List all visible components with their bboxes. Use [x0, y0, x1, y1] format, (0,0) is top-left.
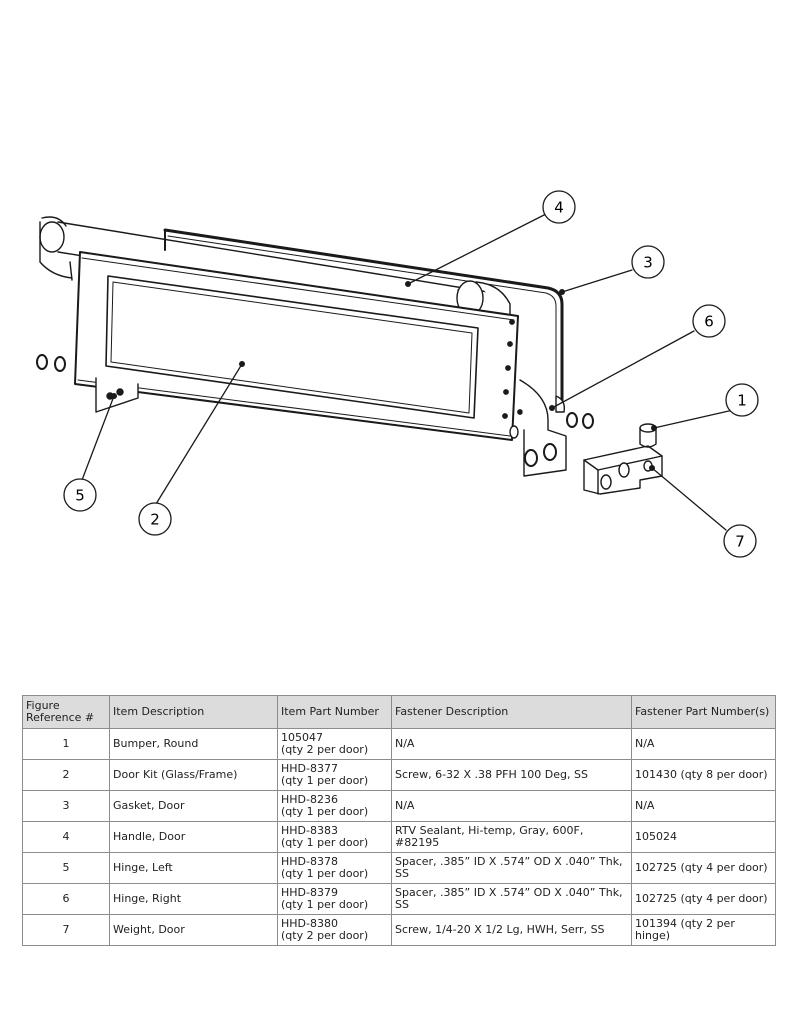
cell-part: 105047(qty 2 per door): [277, 728, 392, 760]
cell-part-qty: (qty 1 per door): [281, 898, 369, 911]
cell-part: HHD-8236(qty 1 per door): [277, 790, 392, 822]
cell-ref: 1: [22, 728, 110, 760]
callout-4-label: 4: [554, 199, 564, 217]
cell-fastener: Spacer, .385” ID X .574” OD X .040” Thk,…: [391, 852, 632, 884]
cell-fastener: Spacer, .385” ID X .574” OD X .040” Thk,…: [391, 883, 632, 915]
cell-part-number: 105047: [281, 730, 323, 744]
cell-fastener-part: N/A: [631, 728, 776, 760]
cell-part-qty: (qty 1 per door): [281, 836, 369, 849]
callout-6: 6: [692, 304, 726, 338]
header-fastener-description: Fastener Description: [391, 695, 632, 729]
header-item-description: Item Description: [109, 695, 278, 729]
cell-part-number: HHD-8377: [281, 761, 338, 775]
cell-item: Handle, Door: [109, 821, 278, 853]
cell-part-number: HHD-8383: [281, 823, 338, 837]
callout-5-label: 5: [75, 487, 85, 505]
header-figure-reference-line-2: Reference #: [26, 711, 95, 724]
cell-fastener: Screw, 6-32 X .38 PFH 100 Deg, SS: [391, 759, 632, 791]
right-spacers: [566, 412, 594, 429]
table-header-row: Figure Reference # Item Description Item…: [22, 695, 776, 729]
cell-fastener-part: 105024: [631, 821, 776, 853]
leader-lines: [81, 213, 743, 531]
cell-item: Hinge, Left: [109, 852, 278, 884]
cell-ref: 5: [22, 852, 110, 884]
cell-part-qty: (qty 2 per door): [281, 929, 369, 942]
cell-fastener-part: 102725 (qty 4 per door): [631, 883, 776, 915]
right-hinge-part: [509, 379, 567, 477]
cell-fastener-part: 102725 (qty 4 per door): [631, 852, 776, 884]
table-row: 5 Hinge, Left HHD-8378(qty 1 per door) S…: [22, 852, 776, 884]
door-frame-part: [74, 251, 523, 441]
header-item-part-number: Item Part Number: [277, 695, 392, 729]
callout-7-label: 7: [735, 533, 745, 551]
cell-ref: 2: [22, 759, 110, 791]
table-row: 4 Handle, Door HHD-8383(qty 1 per door) …: [22, 821, 776, 853]
cell-part-number: HHD-8236: [281, 792, 338, 806]
cell-part: HHD-8378(qty 1 per door): [277, 852, 392, 884]
callout-4: 4: [542, 190, 576, 224]
table-row: 3 Gasket, Door HHD-8236(qty 1 per door) …: [22, 790, 776, 822]
cell-ref: 4: [22, 821, 110, 853]
cell-item: Bumper, Round: [109, 728, 278, 760]
callout-3-label: 3: [643, 254, 653, 272]
cell-ref: 3: [22, 790, 110, 822]
cell-part-qty: (qty 2 per door): [281, 743, 369, 756]
parts-table: Figure Reference # Item Description Item…: [22, 695, 776, 946]
callout-1: 1: [725, 383, 759, 417]
cell-item: Gasket, Door: [109, 790, 278, 822]
cell-fastener-part: N/A: [631, 790, 776, 822]
cell-fastener-part: 101394 (qty 2 per hinge): [631, 914, 776, 946]
cell-part-number: HHD-8379: [281, 885, 338, 899]
cell-part: HHD-8379(qty 1 per door): [277, 883, 392, 915]
cell-part: HHD-8380(qty 2 per door): [277, 914, 392, 946]
table-row: 6 Hinge, Right HHD-8379(qty 1 per door) …: [22, 883, 776, 915]
left-hinge-part: [95, 377, 139, 413]
callout-1-label: 1: [737, 392, 747, 410]
weight-block-part: [583, 445, 663, 495]
callout-2: 2: [138, 502, 172, 536]
callout-2-label: 2: [150, 511, 160, 529]
exploded-parts-diagram: 1 2 3 4 5 6 7: [36, 190, 759, 558]
cell-fastener: Screw, 1/4-20 X 1/2 Lg, HWH, Serr, SS: [391, 914, 632, 946]
cell-part-qty: (qty 1 per door): [281, 805, 369, 818]
header-figure-reference: Figure Reference #: [22, 695, 110, 729]
cell-part: HHD-8377(qty 1 per door): [277, 759, 392, 791]
callout-7: 7: [723, 524, 757, 558]
cell-ref: 7: [22, 914, 110, 946]
cell-part: HHD-8383(qty 1 per door): [277, 821, 392, 853]
cell-part-qty: (qty 1 per door): [281, 867, 369, 880]
table-row: 1 Bumper, Round 105047(qty 2 per door) N…: [22, 728, 776, 760]
cell-part-qty: (qty 1 per door): [281, 774, 369, 787]
leader-dots: [111, 281, 657, 471]
cell-part-number: HHD-8380: [281, 916, 338, 930]
cell-part-number: HHD-8378: [281, 854, 338, 868]
cell-item: Hinge, Right: [109, 883, 278, 915]
header-fastener-part-numbers: Fastener Part Number(s): [631, 695, 776, 729]
header-figure-reference-line-1: Figure: [26, 698, 60, 712]
cell-fastener: N/A: [391, 728, 632, 760]
table-row: 2 Door Kit (Glass/Frame) HHD-8377(qty 1 …: [22, 759, 776, 791]
left-spacers: [36, 354, 66, 372]
cell-fastener: RTV Sealant, Hi-temp, Gray, 600F, #82195: [391, 821, 632, 853]
cell-item: Door Kit (Glass/Frame): [109, 759, 278, 791]
callout-3: 3: [631, 245, 665, 279]
cell-item: Weight, Door: [109, 914, 278, 946]
cell-ref: 6: [22, 883, 110, 915]
table-row: 7 Weight, Door HHD-8380(qty 2 per door) …: [22, 914, 776, 946]
callout-6-label: 6: [704, 313, 714, 331]
cell-fastener: N/A: [391, 790, 632, 822]
cell-fastener-part: 101430 (qty 8 per door): [631, 759, 776, 791]
callout-5: 5: [63, 478, 97, 512]
